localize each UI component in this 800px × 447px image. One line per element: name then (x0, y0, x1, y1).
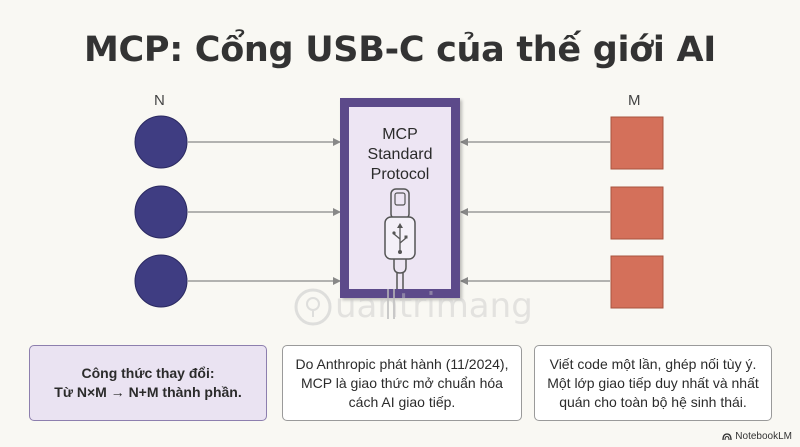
m-node-3 (610, 255, 664, 309)
mcp-hub-panel: MCP Standard Protocol (349, 107, 451, 289)
release-text: Do Anthropic phát hành (11/2024), MCP là… (295, 355, 509, 410)
notebooklm-logo-icon (722, 433, 732, 441)
n-label: N (154, 92, 165, 109)
usb-c-cable-icon (384, 188, 416, 289)
formula-text: Công thức thay đổi: Từ N×M → N+M thành p… (54, 365, 242, 400)
m-node-1 (610, 116, 664, 170)
benefit-box: Viết code một lần, ghép nối tùy ý. Một l… (534, 345, 772, 421)
n-node-3 (134, 254, 188, 308)
benefit-text: Viết code một lần, ghép nối tùy ý. Một l… (547, 355, 759, 410)
cable-tail (387, 289, 395, 319)
m-node-2 (610, 186, 664, 240)
n-node-1 (134, 115, 188, 169)
formula-box: Công thức thay đổi: Từ N×M → N+M thành p… (29, 345, 267, 421)
mcp-hub: MCP Standard Protocol (340, 98, 460, 298)
watermark-text: uantrimang (335, 286, 533, 326)
m-label: M (628, 92, 641, 109)
watermark-logo-icon (294, 288, 332, 326)
page-title: MCP: Cổng USB-C của thế giới AI (83, 30, 717, 70)
n-node-2 (134, 185, 188, 239)
notebooklm-brand: NotebookLM (722, 431, 792, 442)
brand-label: NotebookLM (735, 431, 792, 442)
mcp-hub-label: MCP Standard Protocol (367, 126, 433, 183)
release-box: Do Anthropic phát hành (11/2024), MCP là… (282, 345, 522, 421)
